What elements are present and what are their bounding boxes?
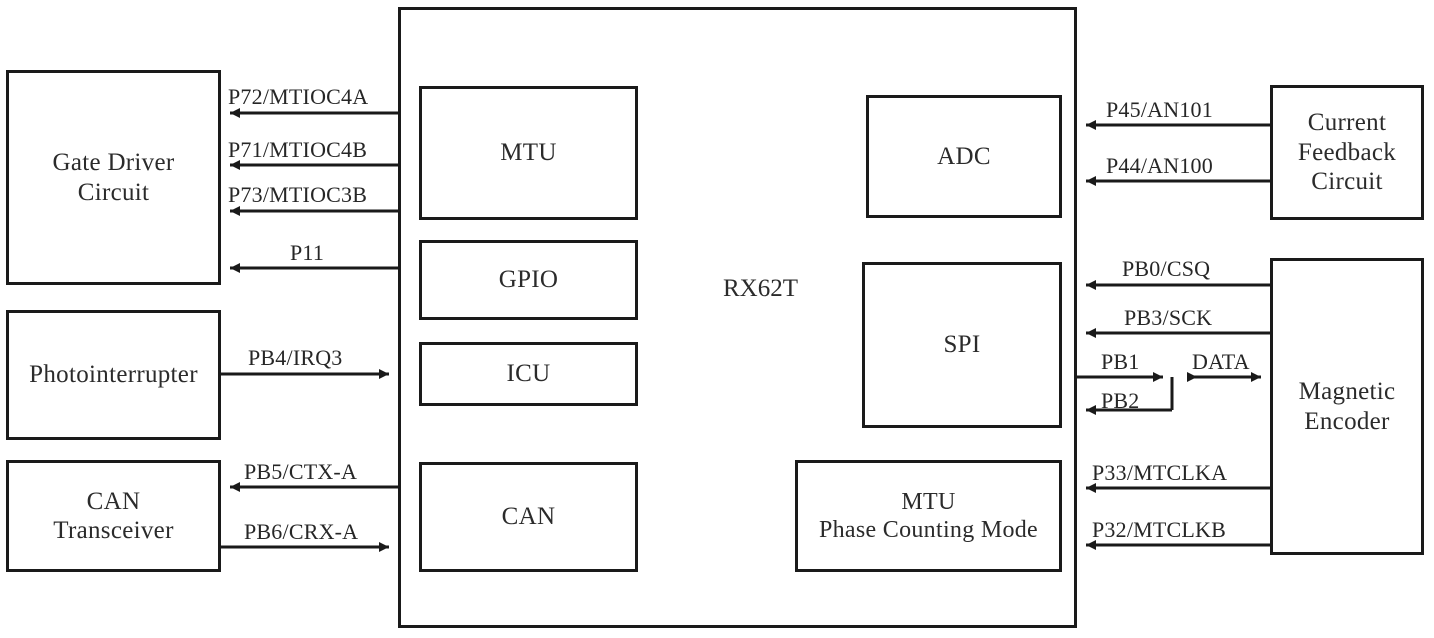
wire-label-p73-mtioc3b: P73/MTIOC3B (228, 182, 368, 207)
wire-label-p71-mtioc4b: P71/MTIOC4B (228, 137, 368, 162)
block-can-transceiver: CAN Transceiver (6, 460, 221, 572)
wire-label-pb4-irq3: PB4/IRQ3 (248, 345, 343, 370)
block-label-current-feedback-circuit: Current Feedback Circuit (1297, 109, 1397, 196)
wire-label-pb0-cso: PB0/CSQ (1122, 256, 1211, 281)
block-label-can-transceiver: CAN Transceiver (53, 487, 174, 545)
block-gpio: GPIO (419, 240, 638, 320)
wire-label-p44-an100: P44/AN100 (1106, 153, 1213, 178)
chip-label-rx62t: RX62T (723, 275, 798, 302)
block-label-photointerrupter: Photointerrupter (29, 361, 198, 389)
block-current-feedback-circuit: Current Feedback Circuit (1270, 85, 1424, 220)
block-label-icu: ICU (506, 360, 551, 388)
block-spi: SPI (862, 262, 1062, 428)
block-label-mtu: MTU (500, 139, 557, 167)
block-label-spi: SPI (943, 331, 981, 359)
block-label-mtu-phase-counting-mode: MTU Phase Counting Mode (818, 488, 1039, 543)
block-label-adc: ADC (937, 142, 991, 170)
wire-label-p11: P11 (290, 240, 325, 265)
wire-label-pb1: PB1 (1101, 349, 1140, 374)
block-label-can: CAN (501, 503, 556, 531)
wire-label-p45-an101: P45/AN101 (1106, 97, 1213, 122)
wire-label-p33-mtclka: P33/MTCLKA (1092, 460, 1228, 485)
block-icu: ICU (419, 342, 638, 406)
block-adc: ADC (866, 95, 1062, 218)
block-label-magnetic-encoder: Magnetic Encoder (1298, 378, 1396, 435)
block-photointerrupter: Photointerrupter (6, 310, 221, 440)
block-can: CAN (419, 462, 638, 572)
rx62t-chip-boundary (398, 7, 1077, 628)
wire-label-p72-mtioc4a: P72/MTIOC4A (228, 84, 369, 109)
wire-label-pb3-sck: PB3/SCK (1124, 305, 1213, 330)
wire-label-pb5-ctx-a: PB5/CTX-A (244, 459, 358, 484)
block-label-gpio: GPIO (498, 266, 559, 294)
block-magnetic-encoder: Magnetic Encoder (1270, 258, 1424, 555)
wire-label-pb2: PB2 (1101, 388, 1140, 413)
block-mtu: MTU (419, 86, 638, 220)
block-gate-driver-circuit: Gate Driver Circuit (6, 70, 221, 285)
wire-label-pb6-crx-a: PB6/CRX-A (244, 519, 359, 544)
block-label-gate-driver-circuit: Gate Driver Circuit (52, 149, 175, 206)
wire-label-data: DATA (1192, 349, 1250, 374)
block-mtu-phase-counting-mode: MTU Phase Counting Mode (795, 460, 1062, 572)
wire-label-p32-mtclkb: P32/MTCLKB (1092, 517, 1227, 542)
